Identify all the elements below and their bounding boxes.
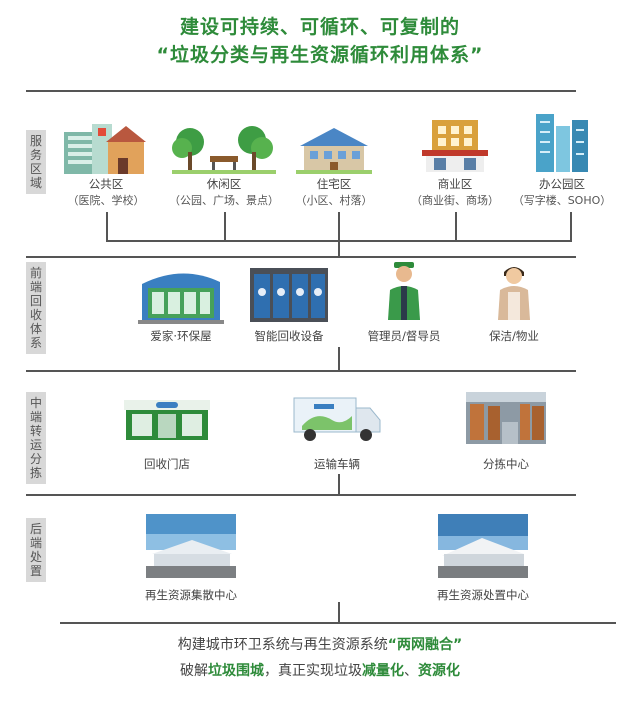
footer-highlight-resource: 资源化 bbox=[418, 663, 460, 679]
commercial-icon bbox=[422, 120, 488, 172]
cleaner-icon bbox=[498, 267, 530, 320]
footer-highlight-reduction: 减量化 bbox=[362, 663, 404, 679]
public-building-icon bbox=[64, 124, 146, 174]
connector-line bbox=[338, 474, 340, 494]
processing-center-icon bbox=[438, 514, 528, 578]
service-item-sub: （商业街、商场） bbox=[411, 194, 499, 207]
supervisor-icon bbox=[388, 262, 420, 320]
section-label-mid-end: 中端转运分拣 bbox=[26, 392, 46, 484]
page-title-line1: 建设可持续、可循环、可复制的 bbox=[179, 16, 460, 38]
service-item-sub: （小区、村落） bbox=[295, 194, 373, 207]
section-divider bbox=[26, 256, 576, 258]
connector-line bbox=[338, 240, 340, 256]
store-icon bbox=[124, 400, 210, 440]
footer-line1-highlight: “两网融合” bbox=[387, 637, 463, 653]
service-item-sub: （写字楼、SOHO） bbox=[512, 194, 612, 207]
section-divider bbox=[60, 622, 616, 624]
footer-line2-sep: 、 bbox=[404, 663, 418, 679]
service-item-name: 公共区 bbox=[88, 177, 124, 191]
section-label-front-end: 前端回收体系 bbox=[26, 262, 46, 354]
footer-line1: 构建城市环卫系统与再生资源系统“两网融合” bbox=[0, 634, 640, 654]
connector-line bbox=[570, 212, 572, 240]
footer-line1-prefix: 构建城市环卫系统与再生资源系统 bbox=[177, 637, 388, 653]
page-title-line2: “垃圾分类与再生资源循环利用体系” bbox=[156, 44, 484, 66]
mid-end-item-name: 运输车辆 bbox=[314, 457, 360, 471]
footer-line2-prefix: 破解 bbox=[180, 663, 208, 679]
service-item-sub: （医院、学校） bbox=[67, 194, 145, 207]
section-label-back-end: 后端处置 bbox=[26, 518, 46, 582]
service-item-name: 休闲区 bbox=[206, 177, 242, 191]
footer-line2-mid: ，真正实现垃圾 bbox=[264, 663, 362, 679]
front-end-item-name: 智能回收设备 bbox=[254, 329, 324, 343]
service-item-sub: （公园、广场、景点） bbox=[169, 194, 279, 207]
connector-line bbox=[338, 602, 340, 622]
front-end-item-name: 保洁/物业 bbox=[489, 329, 539, 343]
section-label-service-area: 服务区域 bbox=[26, 130, 46, 194]
back-end-item-name: 再生资源处置中心 bbox=[437, 588, 529, 602]
service-item-name: 办公园区 bbox=[539, 177, 585, 191]
footer-highlight-waste-siege: 垃圾围城 bbox=[208, 663, 264, 679]
footer-line2: 破解垃圾围城，真正实现垃圾减量化、资源化 bbox=[0, 660, 640, 680]
mid-end-item-name: 回收门店 bbox=[144, 457, 190, 471]
residential-icon bbox=[296, 128, 372, 174]
connector-line bbox=[338, 347, 340, 370]
connector-line bbox=[224, 212, 226, 240]
front-end-item-name: 爱家·环保屋 bbox=[150, 329, 212, 343]
park-icon bbox=[172, 126, 276, 174]
service-item-name: 住宅区 bbox=[316, 177, 352, 191]
section-divider bbox=[26, 494, 576, 496]
office-tower-icon bbox=[536, 114, 588, 172]
distribution-center-icon bbox=[146, 514, 236, 578]
connector-line bbox=[455, 212, 457, 240]
title-divider bbox=[26, 90, 576, 92]
connector-line bbox=[338, 212, 340, 240]
warehouse-icon bbox=[466, 392, 546, 444]
smart-bin-icon bbox=[250, 268, 328, 322]
section-divider bbox=[26, 370, 576, 372]
connector-line bbox=[106, 212, 108, 240]
mid-end-item-name: 分拣中心 bbox=[483, 457, 529, 471]
front-end-item-name: 管理员/督导员 bbox=[367, 329, 441, 343]
back-end-item-name: 再生资源集散中心 bbox=[145, 588, 237, 602]
truck-icon bbox=[293, 397, 381, 441]
service-item-name: 商业区 bbox=[437, 177, 473, 191]
eco-house-icon bbox=[138, 273, 224, 324]
